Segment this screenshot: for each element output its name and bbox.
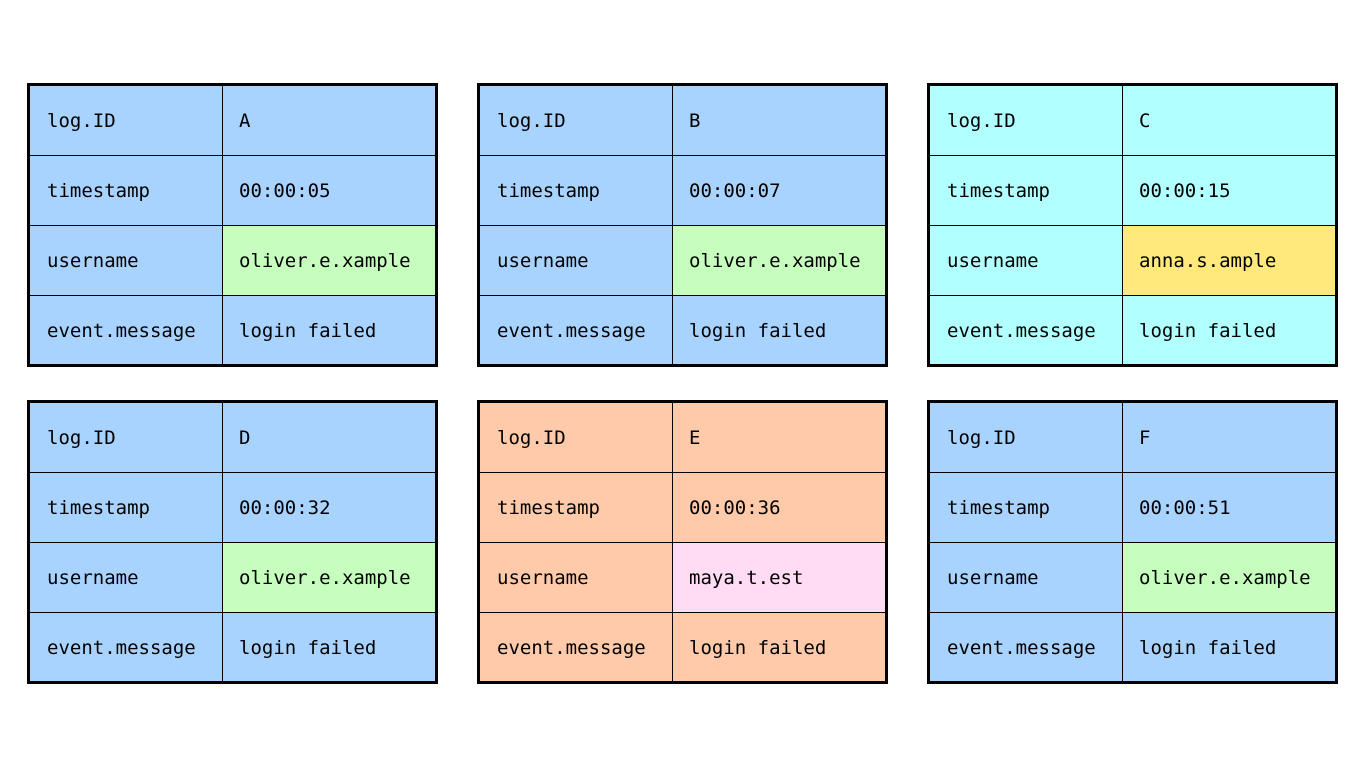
key-timestamp: timestamp xyxy=(930,155,1123,226)
row-event-message: event.message login failed xyxy=(930,612,1335,682)
log-table: log.ID C timestamp 00:00:15 username ann… xyxy=(930,86,1335,365)
key-event-message: event.message xyxy=(30,295,223,365)
row-timestamp: timestamp 00:00:07 xyxy=(480,155,885,226)
value-log-id: C xyxy=(1122,86,1335,156)
log-table: log.ID D timestamp 00:00:32 username oli… xyxy=(30,403,435,682)
row-event-message: event.message login failed xyxy=(480,612,885,682)
value-event-message: login failed xyxy=(672,612,885,682)
key-username: username xyxy=(930,225,1123,296)
log-table: log.ID A timestamp 00:00:05 username oli… xyxy=(30,86,435,365)
value-event-message: login failed xyxy=(222,612,435,682)
row-username: username anna.s.ample xyxy=(930,225,1335,296)
value-timestamp: 00:00:51 xyxy=(1122,472,1335,543)
value-username: oliver.e.xample xyxy=(1122,542,1335,613)
row-timestamp: timestamp 00:00:15 xyxy=(930,155,1335,226)
key-log-id: log.ID xyxy=(480,403,673,473)
row-log-id: log.ID D xyxy=(30,403,435,473)
key-username: username xyxy=(30,225,223,296)
row-log-id: log.ID C xyxy=(930,86,1335,156)
value-log-id: A xyxy=(222,86,435,156)
key-event-message: event.message xyxy=(30,612,223,682)
row-log-id: log.ID B xyxy=(480,86,885,156)
value-username: oliver.e.xample xyxy=(672,225,885,296)
key-username: username xyxy=(480,542,673,613)
row-event-message: event.message login failed xyxy=(480,295,885,365)
value-log-id: E xyxy=(672,403,885,473)
value-timestamp: 00:00:15 xyxy=(1122,155,1335,226)
key-username: username xyxy=(930,542,1123,613)
log-card-b: log.ID B timestamp 00:00:07 username oli… xyxy=(477,83,888,367)
key-event-message: event.message xyxy=(480,295,673,365)
value-timestamp: 00:00:07 xyxy=(672,155,885,226)
key-log-id: log.ID xyxy=(930,86,1123,156)
key-timestamp: timestamp xyxy=(480,155,673,226)
row-username: username maya.t.est xyxy=(480,542,885,613)
value-timestamp: 00:00:05 xyxy=(222,155,435,226)
row-event-message: event.message login failed xyxy=(30,612,435,682)
value-log-id: F xyxy=(1122,403,1335,473)
row-event-message: event.message login failed xyxy=(930,295,1335,365)
row-username: username oliver.e.xample xyxy=(930,542,1335,613)
value-log-id: B xyxy=(672,86,885,156)
value-username: oliver.e.xample xyxy=(222,542,435,613)
row-timestamp: timestamp 00:00:32 xyxy=(30,472,435,543)
row-username: username oliver.e.xample xyxy=(480,225,885,296)
row-timestamp: timestamp 00:00:36 xyxy=(480,472,885,543)
log-card-a: log.ID A timestamp 00:00:05 username oli… xyxy=(27,83,438,367)
key-log-id: log.ID xyxy=(30,403,223,473)
value-timestamp: 00:00:36 xyxy=(672,472,885,543)
log-table: log.ID F timestamp 00:00:51 username oli… xyxy=(930,403,1335,682)
row-username: username oliver.e.xample xyxy=(30,542,435,613)
value-event-message: login failed xyxy=(1122,612,1335,682)
value-event-message: login failed xyxy=(1122,295,1335,365)
key-log-id: log.ID xyxy=(930,403,1123,473)
key-timestamp: timestamp xyxy=(30,155,223,226)
key-username: username xyxy=(30,542,223,613)
value-username: oliver.e.xample xyxy=(222,225,435,296)
key-event-message: event.message xyxy=(930,295,1123,365)
key-timestamp: timestamp xyxy=(30,472,223,543)
log-card-e: log.ID E timestamp 00:00:36 username may… xyxy=(477,400,888,684)
log-card-f: log.ID F timestamp 00:00:51 username oli… xyxy=(927,400,1338,684)
row-log-id: log.ID E xyxy=(480,403,885,473)
value-log-id: D xyxy=(222,403,435,473)
row-timestamp: timestamp 00:00:05 xyxy=(30,155,435,226)
key-timestamp: timestamp xyxy=(930,472,1123,543)
key-event-message: event.message xyxy=(930,612,1123,682)
row-timestamp: timestamp 00:00:51 xyxy=(930,472,1335,543)
value-username: anna.s.ample xyxy=(1122,225,1335,296)
log-card-d: log.ID D timestamp 00:00:32 username oli… xyxy=(27,400,438,684)
row-log-id: log.ID A xyxy=(30,86,435,156)
value-event-message: login failed xyxy=(672,295,885,365)
key-username: username xyxy=(480,225,673,296)
value-event-message: login failed xyxy=(222,295,435,365)
key-event-message: event.message xyxy=(480,612,673,682)
value-username: maya.t.est xyxy=(672,542,885,613)
row-username: username oliver.e.xample xyxy=(30,225,435,296)
key-log-id: log.ID xyxy=(480,86,673,156)
log-table: log.ID E timestamp 00:00:36 username may… xyxy=(480,403,885,682)
log-card-c: log.ID C timestamp 00:00:15 username ann… xyxy=(927,83,1338,367)
key-log-id: log.ID xyxy=(30,86,223,156)
value-timestamp: 00:00:32 xyxy=(222,472,435,543)
row-log-id: log.ID F xyxy=(930,403,1335,473)
row-event-message: event.message login failed xyxy=(30,295,435,365)
log-table: log.ID B timestamp 00:00:07 username oli… xyxy=(480,86,885,365)
key-timestamp: timestamp xyxy=(480,472,673,543)
